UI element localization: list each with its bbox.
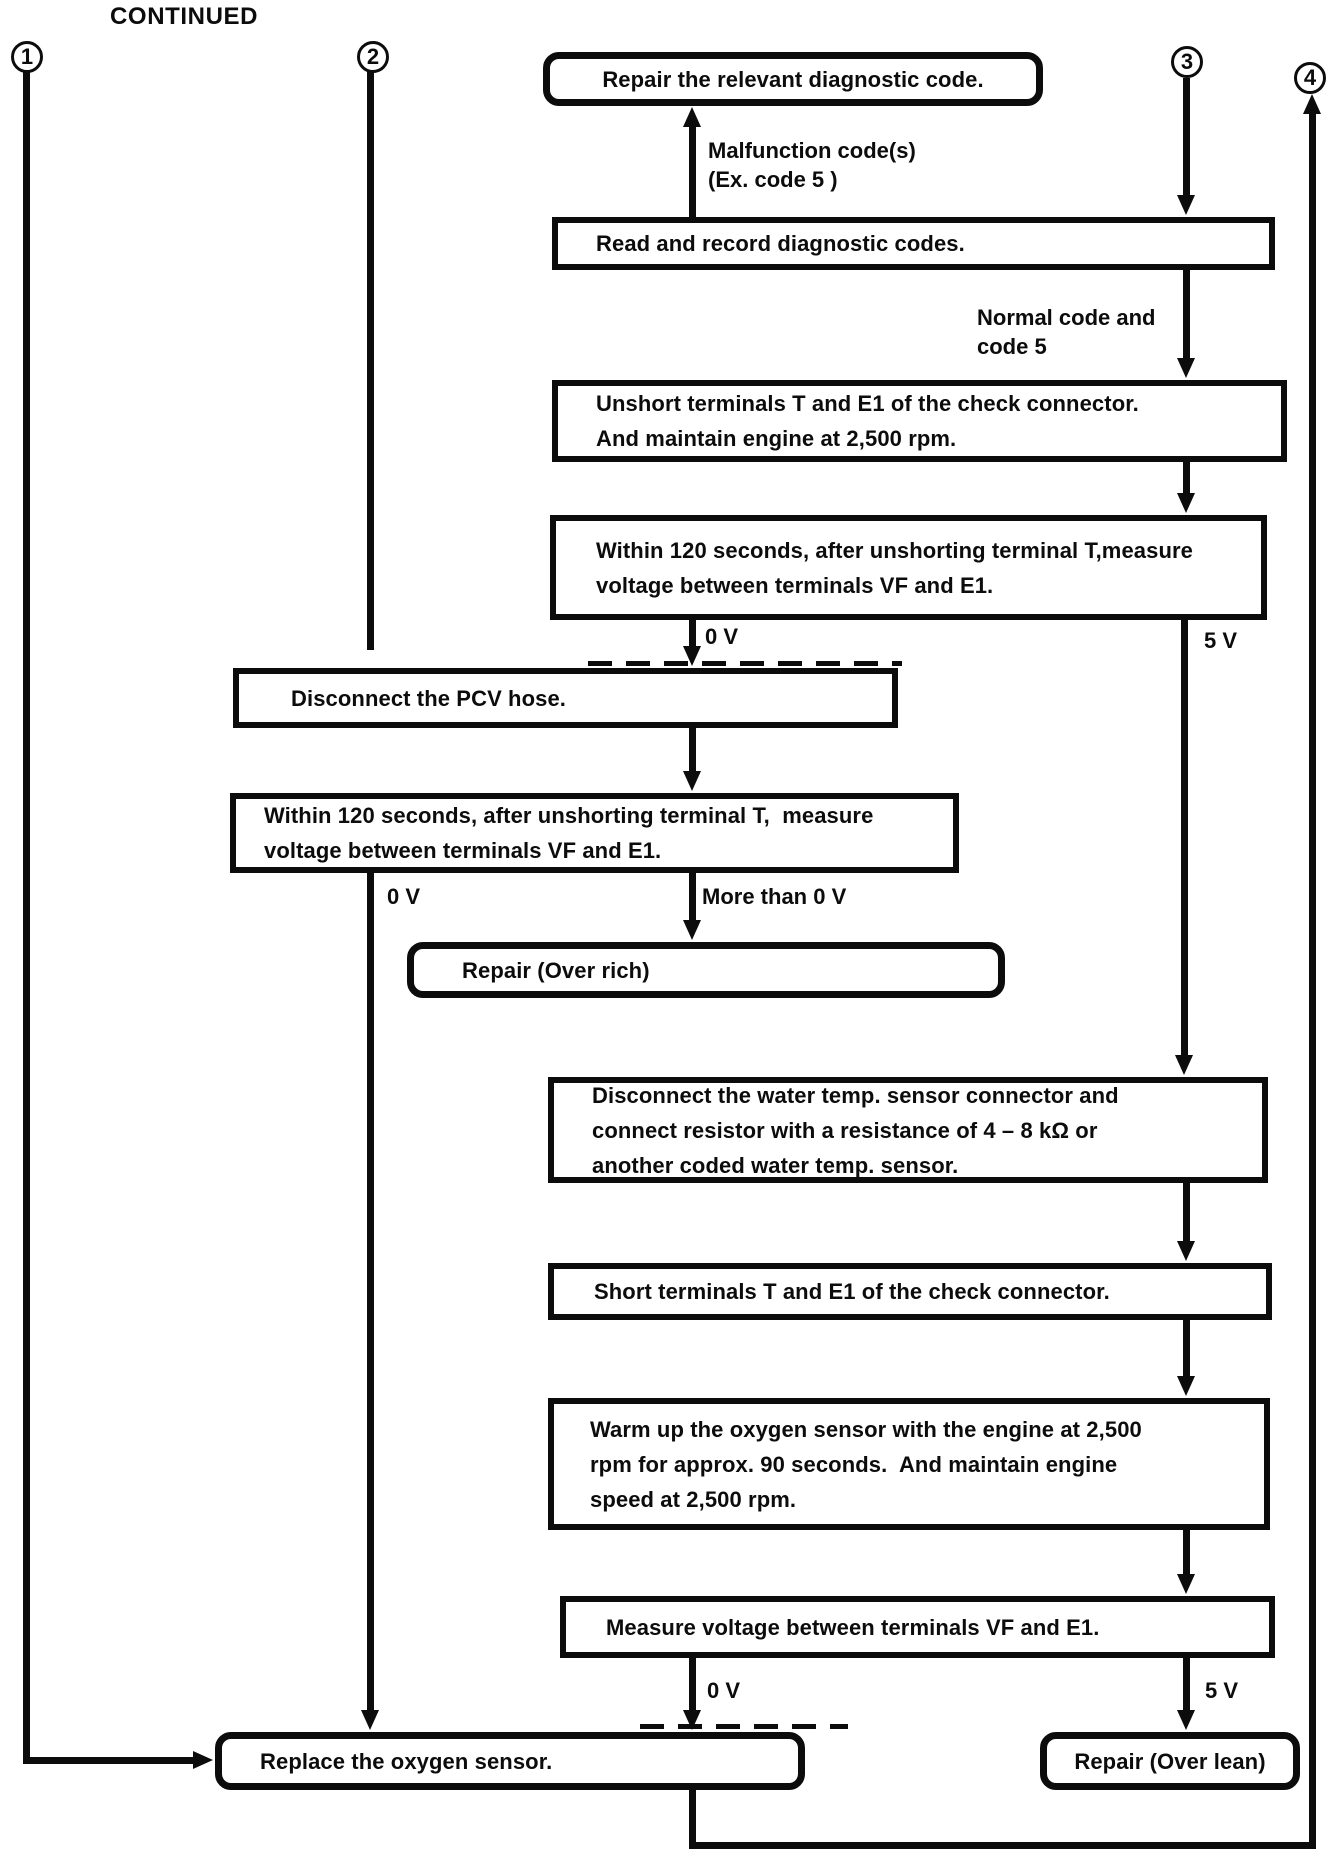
- node-text-line: Disconnect the PCV hose.: [291, 685, 567, 711]
- connector-circle-number: 2: [366, 44, 380, 69]
- line-read-to-unshort: [1183, 270, 1190, 358]
- arrowhead-into-short: [1177, 1241, 1195, 1261]
- node-within-120-second: Within 120 seconds, after unshorting ter…: [230, 793, 959, 873]
- arrowhead-into-unshort: [1177, 358, 1195, 378]
- connector-circle-4: 4: [1294, 62, 1326, 94]
- node-text-line: Measure voltage between terminals VF and…: [606, 1614, 1100, 1640]
- line-circle3-to-read: [1183, 78, 1190, 196]
- node-disconnect-pcv-hose: Disconnect the PCV hose.: [233, 668, 898, 728]
- node-text-line: Short terminals T and E1 of the check co…: [594, 1279, 1110, 1304]
- arrowhead-into-lean: [1177, 1710, 1195, 1730]
- edge-label-line: 0 V: [705, 624, 739, 649]
- line-unshort-to-within1: [1183, 462, 1190, 495]
- line-pcv-to-within2: [689, 728, 696, 773]
- line-circle2-column: [367, 72, 374, 650]
- node-text-line: Repair the relevant diagnostic code.: [602, 66, 984, 92]
- node-text-line: speed at 2,500 rpm.: [590, 1486, 797, 1512]
- node-text-line: And maintain engine at 2,500 rpm.: [596, 426, 957, 451]
- node-disconnect-water-temp: Disconnect the water temp. sensor connec…: [548, 1077, 1268, 1183]
- edge-label-line: code 5: [977, 334, 1047, 359]
- node-text-line: Warm up the oxygen sensor with the engin…: [590, 1416, 1142, 1442]
- edge-label-more-than-0v: More than 0 V: [702, 882, 846, 911]
- connector-circle-number: 3: [1180, 49, 1194, 74]
- line-read-up-to-repair: [689, 122, 696, 217]
- line-measure-5v-to-lean: [1183, 1658, 1190, 1712]
- line-measure-0v-to-replace: [689, 1658, 696, 1712]
- scan-dashes-above-pcv-box: [588, 661, 902, 666]
- edge-label-0v-third: 0 V: [707, 1676, 740, 1705]
- arrowhead-into-read-record: [1177, 195, 1195, 215]
- arrowhead-into-watertemp: [1175, 1055, 1193, 1075]
- node-text-line: Within 120 seconds, after unshorting ter…: [596, 537, 1193, 563]
- line-within1-0v-to-pcv: [689, 620, 696, 648]
- line-within2-0v-to-replace: [367, 873, 374, 1712]
- arrowhead-into-within1: [1177, 493, 1195, 513]
- arrowhead-into-replace-from-circle1: [193, 1751, 213, 1769]
- node-text-line: Repair (Over lean): [1074, 1748, 1266, 1774]
- node-repair-over-rich: Repair (Over rich): [407, 942, 1005, 998]
- line-within1-5v-to-watertemp: [1181, 620, 1188, 1057]
- node-text-line: voltage between terminals VF and E1.: [264, 838, 662, 863]
- connector-circle-number: 1: [20, 44, 34, 69]
- arrowhead-into-rich: [683, 920, 701, 940]
- connector-circle-1: 1: [11, 41, 43, 73]
- arrowhead-into-within2: [683, 771, 701, 791]
- node-text-line: rpm for approx. 90 seconds. And maintain…: [590, 1451, 1118, 1477]
- edge-label-malfunction-codes: Malfunction code(s) (Ex. code 5 ): [708, 136, 916, 194]
- node-text-line: voltage between terminals VF and E1.: [596, 572, 994, 598]
- edge-label-line: 0 V: [387, 884, 421, 909]
- edge-label-line: 0 V: [707, 1678, 741, 1703]
- edge-label-line: Malfunction code(s): [708, 138, 916, 163]
- line-circle4-column: [1309, 104, 1316, 1849]
- line-replace-exit-down: [689, 1790, 696, 1849]
- arrowhead-up-to-circle4: [1303, 94, 1321, 114]
- edge-label-line: Normal code and: [977, 305, 1156, 330]
- line-circle1-column: [23, 72, 30, 1764]
- edge-label-0v-second: 0 V: [387, 882, 420, 911]
- scan-dashes-above-replace-box: [640, 1724, 848, 1729]
- node-repair-diagnostic-code: Repair the relevant diagnostic code.: [543, 52, 1043, 106]
- arrowhead-into-replace-left-branch: [361, 1710, 379, 1730]
- node-text-line: Disconnect the water temp. sensor connec…: [592, 1082, 1119, 1108]
- edge-label-line: CONTINUED: [110, 3, 259, 30]
- node-measure-voltage: Measure voltage between terminals VF and…: [560, 1596, 1275, 1658]
- line-short-to-warmup: [1183, 1320, 1190, 1378]
- line-within2-to-rich: [689, 873, 696, 922]
- edge-label-normal-code: Normal code and code 5: [977, 303, 1155, 361]
- node-repair-over-lean: Repair (Over lean): [1040, 1732, 1300, 1790]
- arrowhead-into-measure: [1177, 1574, 1195, 1594]
- edge-label-line: 5 V: [1204, 628, 1238, 653]
- connector-circle-2: 2: [357, 41, 389, 73]
- edge-label-line: (Ex. code 5 ): [708, 167, 838, 192]
- edge-label-0v-first: 0 V: [705, 622, 738, 651]
- connector-circle-number: 4: [1303, 65, 1317, 90]
- node-replace-oxygen-sensor: Replace the oxygen sensor.: [215, 1732, 805, 1790]
- node-warm-up-oxygen-sensor: Warm up the oxygen sensor with the engin…: [548, 1398, 1270, 1530]
- node-read-record-codes: Read and record diagnostic codes.: [552, 217, 1275, 270]
- line-watertemp-to-short: [1183, 1183, 1190, 1243]
- node-text-line: connect resistor with a resistance of 4 …: [592, 1117, 1098, 1143]
- line-circle1-to-replace: [23, 1757, 195, 1764]
- edge-label-5v-first: 5 V: [1204, 626, 1237, 655]
- connector-circle-3: 3: [1171, 46, 1203, 78]
- edge-label-5v-third: 5 V: [1205, 1676, 1238, 1705]
- node-within-120-first: Within 120 seconds, after unshorting ter…: [550, 515, 1267, 620]
- node-short-terminals: Short terminals T and E1 of the check co…: [548, 1263, 1272, 1320]
- arrowhead-into-repair-code: [683, 107, 701, 127]
- line-bottom-horizontal: [689, 1842, 1316, 1849]
- node-text-line: Within 120 seconds, after unshorting ter…: [264, 803, 874, 828]
- line-warmup-to-measure: [1183, 1530, 1190, 1576]
- node-text-line: Unshort terminals T and E1 of the check …: [596, 391, 1139, 416]
- node-text-line: Read and record diagnostic codes.: [596, 231, 965, 256]
- node-text-line: Repair (Over rich): [462, 957, 650, 983]
- arrowhead-into-warmup: [1177, 1376, 1195, 1396]
- node-text-line: Replace the oxygen sensor.: [260, 1748, 553, 1774]
- continued-note: CONTINUED: [110, 2, 258, 31]
- edge-label-line: More than 0 V: [702, 884, 847, 909]
- edge-label-line: 5 V: [1205, 1678, 1239, 1703]
- node-unshort-terminals: Unshort terminals T and E1 of the check …: [552, 380, 1287, 462]
- node-text-line: another coded water temp. sensor.: [592, 1152, 959, 1178]
